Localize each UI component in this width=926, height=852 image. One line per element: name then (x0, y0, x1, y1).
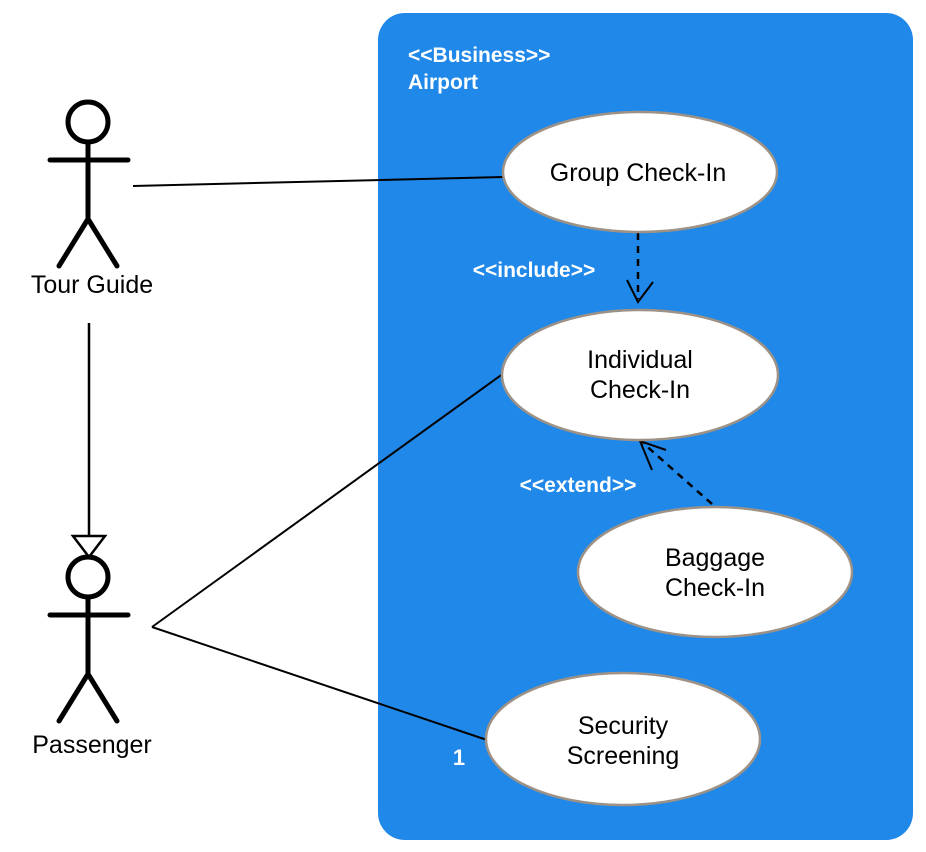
usecase-security-screening-label-line2: Screening (567, 742, 680, 770)
usecase-group-check-in: Group Check-In (501, 110, 779, 234)
actor-head-icon (65, 99, 111, 145)
usecase-baggage-check-in-label-line2: Check-In (665, 574, 765, 602)
open-arrowhead-icon (626, 279, 654, 304)
actor-tour-guide-label: Tour Guide (31, 271, 153, 299)
association-passenger-security-screening (151, 626, 488, 741)
usecase-group-check-in-label: Group Check-In (550, 159, 726, 187)
usecase-individual-check-in-label-line2: Check-In (590, 376, 690, 404)
system-boundary-name: Airport (408, 71, 478, 94)
include-label: <<include>> (473, 259, 596, 282)
association-tour-guide-group-check-in (132, 176, 504, 187)
usecase-individual-check-in: Individual Check-In (500, 308, 780, 442)
usecase-security-screening: Security Screening (484, 671, 762, 807)
actor-head-icon (65, 554, 111, 600)
usecase-individual-check-in-label-line1: Individual (587, 346, 693, 374)
generalization-arrowhead-icon (70, 534, 108, 560)
usecase-security-screening-label-line1: Security (578, 712, 669, 740)
extend-label: <<extend>> (520, 474, 637, 497)
usecase-baggage-check-in: Baggage Check-In (576, 505, 854, 639)
usecase-baggage-check-in-label-line1: Baggage (665, 544, 765, 572)
actor-tour-guide: Tour Guide (31, 99, 153, 299)
system-boundary-stereotype: <<Business>> (408, 44, 550, 67)
generalization-tour-guide-passenger (70, 323, 108, 560)
include-arrow (626, 233, 654, 304)
actor-passenger-label: Passenger (32, 731, 152, 759)
association-passenger-individual-check-in (151, 372, 505, 628)
actor-passenger: Passenger (32, 554, 152, 759)
multiplicity-label: 1 (453, 745, 465, 770)
